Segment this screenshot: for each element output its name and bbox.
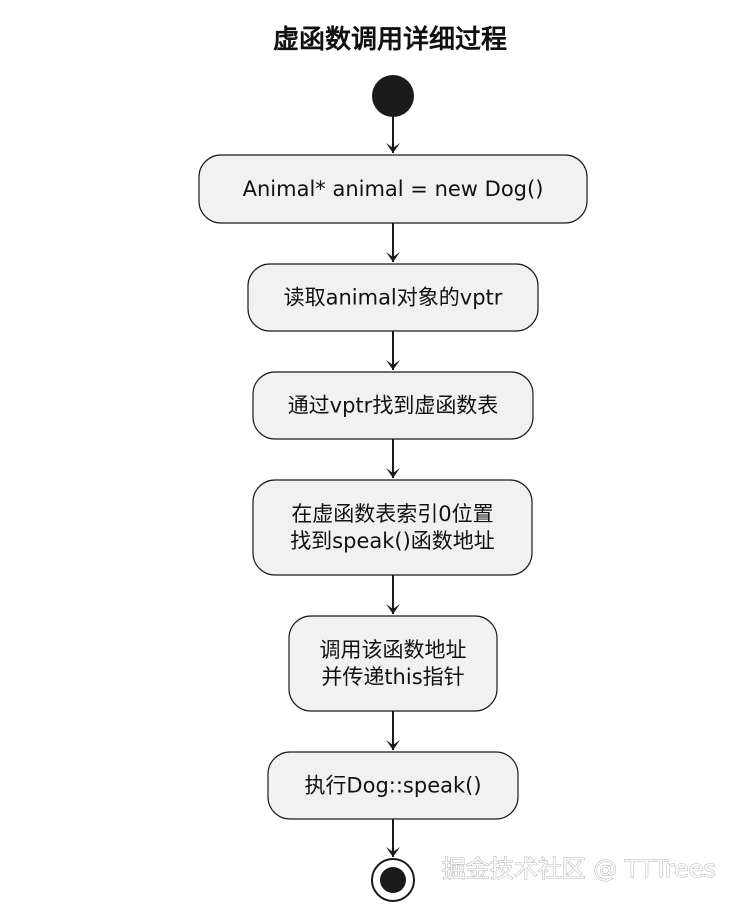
start-node: [372, 75, 414, 117]
activity-node-label: 执行Dog::speak(): [304, 774, 481, 798]
activity-node-1: Animal* animal = new Dog(): [198, 154, 588, 224]
activity-node-6: 执行Dog::speak(): [267, 751, 519, 820]
activity-node-label: 并传递this指针: [321, 665, 464, 689]
activity-node-box: [252, 479, 533, 576]
activity-node-2: 读取animal对象的vptr: [247, 263, 539, 332]
activity-node-label: 在虚函数表索引0位置: [291, 502, 493, 526]
activity-node-box: [198, 154, 588, 224]
edge-arrowhead-6: [386, 847, 400, 857]
end-node: [371, 858, 415, 902]
edge-arrowhead-2: [386, 360, 400, 370]
edge-arrowhead-5: [386, 740, 400, 750]
edge-arrowhead-4: [386, 604, 400, 614]
activity-node-label: 读取animal对象的vptr: [284, 286, 503, 310]
edges: [386, 117, 400, 857]
activity-node-box: [252, 371, 534, 440]
edge-arrowhead-1: [386, 252, 400, 262]
edge-arrowhead-0: [386, 143, 400, 153]
watermark: 掘金技术社区 @ TTTrees: [442, 855, 716, 883]
edge-arrowhead-3: [386, 468, 400, 478]
diagram-title: 虚函数调用详细过程: [273, 24, 507, 55]
activity-node-label: 调用该函数地址: [320, 638, 467, 662]
nodes: Animal* animal = new Dog() 读取animal对象的vpt…: [198, 154, 588, 820]
activity-node-label: Animal* animal = new Dog(): [243, 177, 544, 201]
activity-node-box: [247, 263, 539, 332]
activity-node-box: [267, 751, 519, 820]
activity-node-label: 通过vptr找到虚函数表: [288, 394, 499, 418]
activity-node-box: [288, 615, 498, 712]
activity-node-3: 通过vptr找到虚函数表: [252, 371, 534, 440]
activity-node-label: 找到speak()函数地址: [290, 529, 495, 553]
